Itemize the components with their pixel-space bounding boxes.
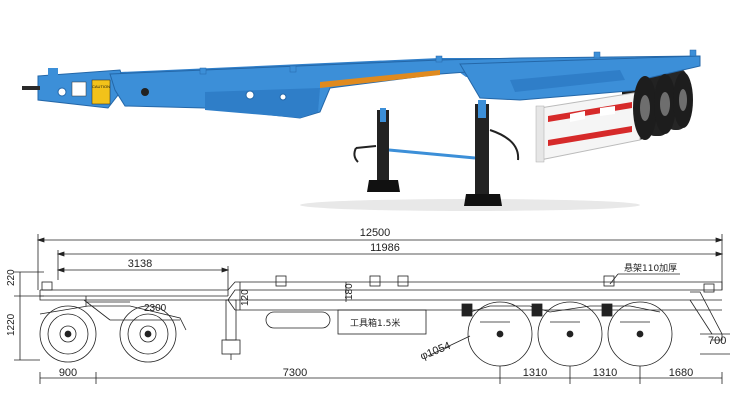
label-front-section: 3138: [128, 258, 152, 270]
dimension-labels: 12500 11986 3138 220 1220 120 180 2300 φ…: [6, 227, 726, 379]
label-frame-length: 11986: [370, 242, 400, 254]
technical-drawing: [14, 234, 730, 384]
label-gooseneck-step: 120: [240, 289, 251, 306]
diameter-leader: [427, 335, 471, 357]
orange-stripe: [320, 70, 440, 88]
label-toolbox: 工具箱1.5米: [350, 317, 400, 329]
front-lock-pin: [22, 86, 40, 90]
label-wheelbase: 7300: [283, 367, 307, 379]
label-kingpin-offset: 2300: [144, 303, 167, 314]
label-axle-spacing-1: 1310: [523, 367, 547, 379]
label-total-height: 1220: [6, 313, 17, 336]
dimension-left-heights: [14, 271, 44, 361]
label-axle-spacing-2: 1310: [593, 367, 617, 379]
frame-side-view: [39, 281, 723, 321]
front-hole: [57, 87, 67, 97]
rear-crossbeam: [510, 70, 625, 92]
near-wheels: [633, 72, 693, 140]
beam-hole-1: [141, 88, 149, 96]
dimension-bottom-chain: [39, 366, 723, 384]
trailer-photo: CAUTION TITAN: [22, 44, 701, 211]
gooseneck-drop: [205, 88, 320, 118]
caution-text: CAUTION: [92, 84, 110, 89]
rear-bumper-drawing: [689, 291, 723, 341]
label-front-overhang: 900: [59, 367, 77, 379]
front-twist-lock: [48, 68, 58, 78]
dimension-rear-height: [700, 333, 730, 355]
logo-plate: [71, 81, 87, 97]
dimension-frame-length: [56, 250, 724, 280]
landing-gear: [353, 100, 520, 206]
twist-locks: [199, 49, 697, 75]
front-wheels-drawing: [39, 305, 187, 363]
label-rear-overhang: 1680: [669, 367, 693, 379]
label-overall-length: 12500: [360, 227, 391, 239]
caution-sticker: [91, 79, 111, 105]
label-wheel-diameter: φ1054: [419, 340, 453, 363]
brand-text: TITAN: [338, 44, 381, 64]
label-suspension-note: 悬架110加厚: [624, 263, 677, 274]
label-rear-height: 700: [708, 335, 726, 347]
rear-wheels-drawing: [461, 301, 673, 367]
dimension-front-section: [56, 266, 230, 296]
beam-hole-3: [279, 93, 287, 101]
drawing-landing-leg: [221, 299, 241, 360]
dimension-overall-length: [36, 234, 724, 290]
suspension-note-leader: [609, 273, 619, 285]
beam-hole-2: [245, 90, 255, 100]
drawing-twist-locks: [41, 275, 715, 293]
label-mid-height: 180: [344, 283, 355, 300]
rear-bumper: [535, 91, 641, 163]
label-front-height: 220: [6, 269, 17, 286]
toolbox: [265, 309, 427, 335]
